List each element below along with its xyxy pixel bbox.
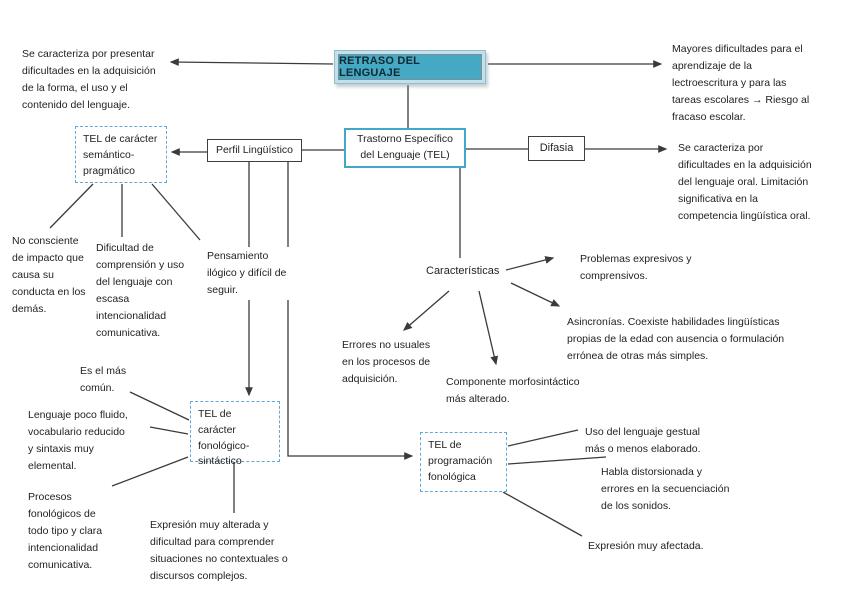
difasia-label: Difasia (539, 142, 574, 155)
connector-programacion-to-uso-gestual (507, 429, 579, 447)
node-tel-semantico-pragmatico: TEL de carácter semántico- pragmático (75, 126, 167, 183)
connector-caracteristicas-to-errores (403, 290, 450, 331)
node-difasia: Difasia (528, 136, 585, 161)
connector-perfil-to-programacion (287, 162, 414, 460)
text-expresion-muy-alterada: Expresión muy alterada y dificultad para… (150, 519, 288, 582)
text-dificultad-comprension: Dificultad de comprensión y uso del leng… (96, 242, 185, 339)
connector-programacion-to-expresion-afectada (502, 491, 583, 537)
text-problemas-expresivos: Problemas expresivos y comprensivos. (580, 253, 692, 282)
connector-semantico-to-pensamiento (151, 183, 201, 241)
node-trastorno-especifico: Trastorno Específico del Lenguaje (TEL) (344, 128, 466, 168)
node-perfil-linguistico: Perfil Lingüístico (207, 139, 302, 162)
trastorno-label: Trastorno Específico del Lenguaje (TEL) (357, 133, 453, 161)
perfil-label: Perfil Lingüístico (215, 143, 294, 156)
connector-caracteristicas-to-problemas (505, 256, 555, 271)
text-se-caracteriza-oral: Se caracteriza por dificultades en la ad… (678, 142, 812, 222)
text-uso-lenguaje-gestual: Uso del lenguaje gestual más o menos ela… (585, 426, 701, 455)
node-tel-fonologico-sintactico: TEL de carácter fonológico- sintáctico (190, 401, 280, 467)
text-habla-distorsionada: Habla distorsionada y errores en la secu… (601, 466, 730, 512)
text-expresion-muy-afectada: Expresión muy afectada. (588, 540, 704, 552)
connector-semantico-to-no-consciente (49, 183, 94, 229)
text-errores-no-usuales: Errores no usuales en los procesos de ad… (342, 339, 431, 385)
text-mayores-dificultades: Mayores dificultades para el aprendizaje… (672, 43, 810, 123)
text-asincronias: Asincronías. Coexiste habilidades lingüí… (567, 316, 785, 362)
text-es-el-mas-comun: Es el más común. (80, 365, 127, 394)
text-lenguaje-poco-fluido: Lenguaje poco fluido, vocabulario reduci… (28, 409, 128, 472)
connector-retraso-to-left-note (169, 58, 334, 66)
text-pensamiento-ilogico: Pensamiento ilógico y difícil de seguir. (205, 247, 321, 300)
connector-caracteristicas-to-componente (478, 290, 499, 366)
text-no-consciente: No consciente de impacto que causa su co… (12, 235, 86, 315)
node-retraso-del-lenguaje: RETRASO DEL LENGUAJE (334, 50, 486, 84)
connector-caracteristicas-to-asincronias (510, 282, 561, 307)
connector-programacion-to-habla (507, 456, 607, 465)
text-componente-morfosintactico: Componente morfosintáctico más alterado. (446, 376, 580, 405)
text-procesos-fonologicos: Procesos fonológicos de todo tipo y clar… (28, 491, 103, 571)
text-se-caracteriza-presentar: Se caracteriza por presentar dificultade… (22, 48, 156, 111)
node-caracteristicas: Características (426, 265, 500, 277)
retraso-label: RETRASO DEL LENGUAJE (338, 54, 482, 80)
node-tel-programacion-fonologica: TEL de programación fonológica (420, 432, 507, 492)
